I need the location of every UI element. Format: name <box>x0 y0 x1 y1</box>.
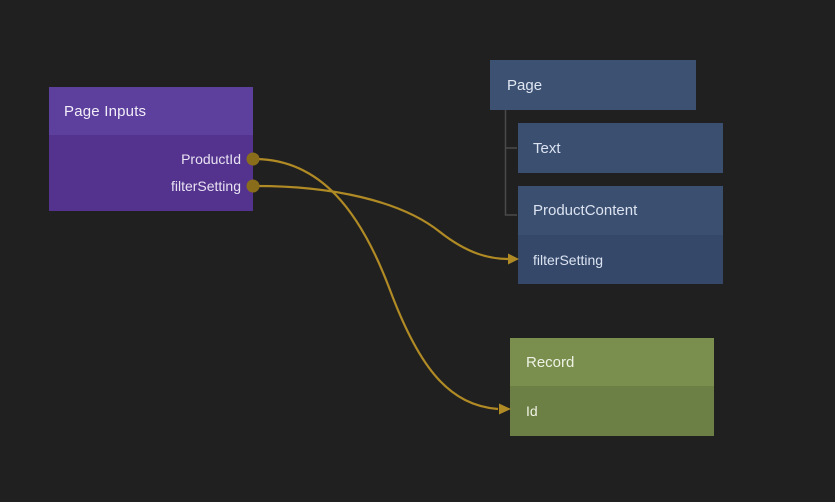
node-page[interactable]: Page <box>490 60 696 110</box>
node-page-inputs-body: ProductId filterSetting <box>49 135 253 211</box>
output-port-label-productid: ProductId <box>181 150 241 167</box>
node-page-header: Page <box>490 60 696 110</box>
edge-productid-to-id <box>255 157 511 415</box>
input-port-label-filtersetting: filterSetting <box>533 251 604 268</box>
tree-connector <box>504 110 517 216</box>
input-port-label-id: Id <box>526 403 538 419</box>
output-port-row-filtersetting[interactable]: filterSetting <box>49 172 253 199</box>
node-productcontent-body[interactable]: filterSetting <box>518 235 723 284</box>
node-page-title: Page <box>507 76 543 94</box>
node-text-title: Text <box>533 139 561 157</box>
node-text-header: Text <box>518 123 723 173</box>
output-port-label-filtersetting: filterSetting <box>170 177 241 194</box>
node-record[interactable]: Record Id <box>510 338 714 436</box>
node-text[interactable]: Text <box>518 123 723 173</box>
edge-filtersetting-to-filtersetting <box>255 184 519 265</box>
node-productcontent[interactable]: ProductContent filterSetting <box>518 186 723 284</box>
node-page-inputs-title: Page Inputs <box>64 102 147 120</box>
node-record-title: Record <box>526 353 575 371</box>
node-productcontent-title: ProductContent <box>533 202 638 219</box>
node-productcontent-header: ProductContent <box>518 186 723 235</box>
node-record-body[interactable]: Id <box>510 386 714 436</box>
node-record-header: Record <box>510 338 714 386</box>
node-page-inputs-header: Page Inputs <box>49 87 253 135</box>
node-page-inputs[interactable]: Page Inputs ProductId filterSetting <box>49 87 253 211</box>
output-port-row-productid[interactable]: ProductId <box>49 145 253 172</box>
